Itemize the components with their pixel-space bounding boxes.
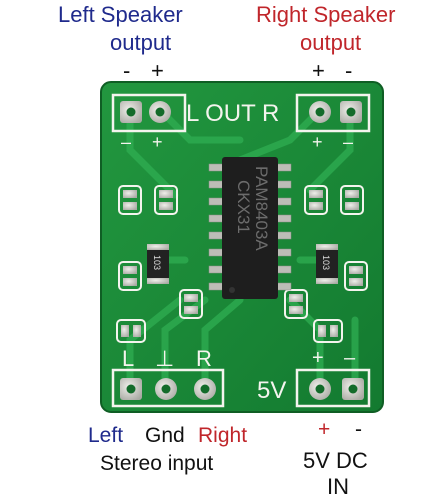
chip-pins bbox=[208, 163, 292, 291]
smd-cap-left-mid bbox=[154, 185, 178, 215]
left-minus-label: - bbox=[123, 58, 131, 83]
silk-right-minus: – bbox=[343, 132, 353, 152]
silk-in-left: L bbox=[122, 346, 134, 371]
power-minus-label: - bbox=[355, 418, 362, 441]
silk-frame-5v bbox=[295, 368, 371, 408]
silk-out-label: L OUT R bbox=[186, 100, 279, 127]
chip-body bbox=[222, 157, 278, 299]
chip-marking-line2: CKX31 bbox=[234, 180, 253, 234]
power-caption-line2: IN bbox=[327, 474, 349, 499]
right-minus-label: - bbox=[345, 58, 353, 83]
chip-marking-line1: PAM8403A bbox=[252, 166, 271, 251]
input-gnd-label: Gnd bbox=[145, 424, 185, 447]
resistor-left-label: 103 bbox=[152, 255, 162, 270]
silk-frame-right-out bbox=[295, 93, 371, 133]
resistor-left bbox=[147, 244, 169, 284]
pad-input-right bbox=[194, 378, 216, 400]
smd-cap-left-top bbox=[118, 185, 142, 215]
stereo-input-caption: Stereo input bbox=[100, 452, 214, 475]
silk-frame-left-out bbox=[111, 93, 187, 133]
smd-cap-left-low bbox=[118, 261, 142, 291]
smd-cap-right-mid bbox=[304, 185, 328, 215]
silk-5v-label: 5V bbox=[257, 377, 286, 404]
pad-input-left bbox=[120, 378, 142, 400]
silk-in-gnd: ⊥ bbox=[155, 347, 174, 372]
right-speaker-title: Right Speaker bbox=[256, 2, 396, 27]
smd-cap-right-top bbox=[340, 185, 364, 215]
smd-cap-right-low bbox=[344, 261, 368, 291]
smd-cap-center-right bbox=[284, 289, 308, 319]
smd-cap-bottom-right bbox=[313, 319, 343, 343]
silk-right-plus: + bbox=[312, 132, 323, 152]
resistor-right bbox=[316, 244, 338, 284]
silk-5v-minus: – bbox=[344, 347, 356, 369]
silk-5v-plus: + bbox=[312, 347, 324, 369]
silk-frame-input bbox=[111, 368, 225, 408]
pad-5v-minus bbox=[342, 378, 364, 400]
input-left-label: Left bbox=[88, 424, 124, 447]
pad-5v-plus bbox=[309, 378, 331, 400]
left-speaker-title: Left Speaker bbox=[58, 2, 183, 27]
pad-right-plus bbox=[309, 101, 331, 123]
right-plus-label: + bbox=[312, 58, 325, 83]
left-plus-label: + bbox=[151, 58, 164, 83]
pad-left-minus bbox=[120, 101, 142, 123]
pad-left-plus bbox=[149, 101, 171, 123]
power-plus-label: + bbox=[318, 418, 331, 441]
input-right-label: Right bbox=[198, 424, 248, 447]
pad-input-gnd bbox=[155, 378, 177, 400]
silk-in-right: R bbox=[196, 346, 212, 371]
smd-cap-bottom-left bbox=[116, 319, 146, 343]
silk-left-plus: + bbox=[152, 132, 163, 152]
smd-cap-center-left bbox=[179, 289, 203, 319]
pad-right-minus bbox=[340, 101, 362, 123]
left-speaker-subtitle: output bbox=[110, 30, 172, 55]
right-speaker-subtitle: output bbox=[300, 30, 362, 55]
resistor-right-label: 103 bbox=[321, 255, 331, 270]
silk-left-minus: – bbox=[121, 132, 131, 152]
chip-dot bbox=[229, 287, 235, 293]
power-caption-line1: 5V DC bbox=[303, 448, 368, 473]
